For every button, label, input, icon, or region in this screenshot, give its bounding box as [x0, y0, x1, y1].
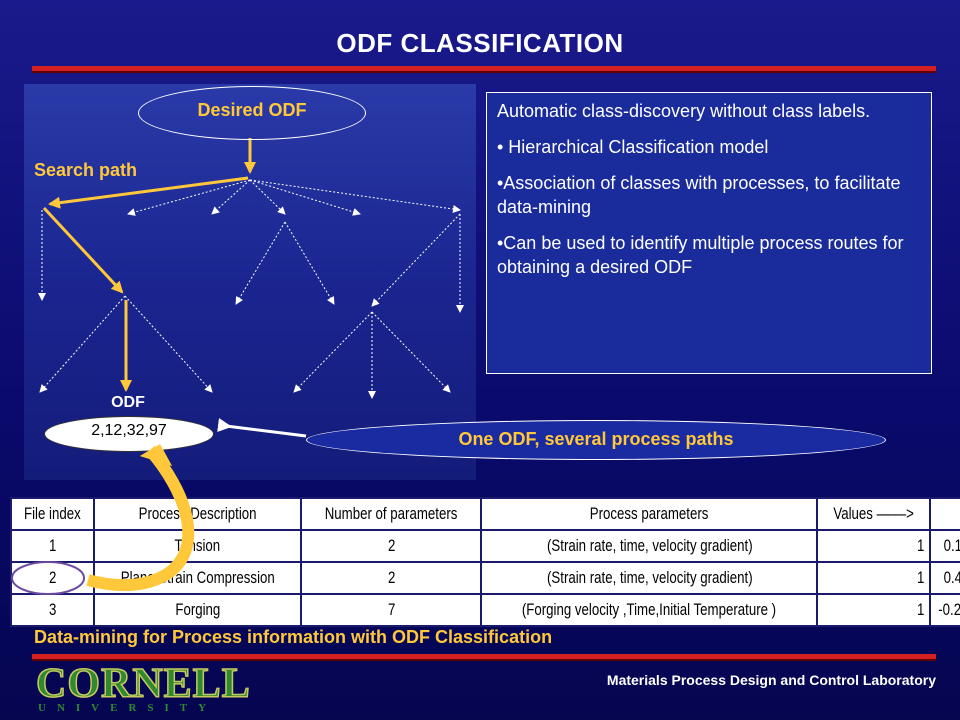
table-cell: -0.2 [929, 593, 960, 627]
odf-result-node: 2,12,32,97 [44, 416, 214, 452]
table-cell: 2 [300, 561, 483, 595]
info-p3: •Association of classes with processes, … [497, 173, 901, 217]
lab-name: Materials Process Design and Control Lab… [606, 672, 936, 688]
table-cell: 0.4 [929, 561, 960, 595]
table-cell: 2 [10, 561, 95, 595]
slide-title: ODF CLASSIFICATION [336, 28, 624, 58]
table-row: 3 Forging 7 (Forging velocity ,Time,Init… [10, 593, 960, 627]
header-cell: Process parameters [480, 497, 819, 531]
table-cell: (Strain rate, time, velocity gradient) [480, 529, 819, 563]
header-cell [929, 497, 960, 531]
table-cell: 1 [10, 529, 95, 563]
header-cell: Process Description [92, 497, 303, 531]
table-cell: (Forging velocity ,Time,Initial Temperat… [480, 593, 819, 627]
desired-odf-node: Desired ODF [138, 86, 366, 140]
desired-odf-label: Desired ODF [197, 100, 307, 120]
cornell-logo: CORNELL UNIVERSITY [35, 661, 250, 714]
info-p2: • Hierarchical Classification model [497, 137, 769, 157]
header-cell: Number of parameters [300, 497, 483, 531]
footer-divider [32, 654, 936, 661]
table-row: 1 Tension 2 (Strain rate, time, velocity… [10, 529, 960, 563]
info-box: Automatic class-discovery without class … [486, 92, 932, 374]
one-odf-label: One ODF, several process paths [458, 429, 734, 449]
table-cell: 3 [10, 593, 95, 627]
process-table: File index Process Description Number of… [10, 497, 960, 627]
odf-node-value: 2,12,32,97 [91, 422, 167, 439]
title-divider [32, 66, 936, 73]
info-p4: •Can be used to identify multiple proces… [497, 233, 904, 277]
logo-wordmark: CORNELL [35, 661, 251, 707]
search-path-arrows [42, 138, 256, 392]
header-cell: Values ––––> [816, 497, 932, 531]
one-odf-callout: One ODF, several process paths [306, 420, 886, 460]
bottom-caption: Data-mining for Process information with… [34, 627, 553, 647]
table-header-row: File index Process Description Number of… [10, 497, 960, 531]
info-p1: Automatic class-discovery without class … [497, 101, 871, 121]
tree-edges [38, 179, 464, 399]
table-cell: 7 [300, 593, 483, 627]
table-cell: 1 [816, 593, 932, 627]
odf-node-title: ODF [111, 394, 145, 411]
header-cell: File index [10, 497, 95, 531]
table-cell: Forging [92, 593, 303, 627]
logo-subtext: UNIVERSITY [38, 702, 218, 714]
table-cell: Plane Strain Compression [92, 561, 303, 595]
table-cell: 2 [300, 529, 483, 563]
table-cell: Tension [92, 529, 303, 563]
table-cell: 1 [816, 561, 932, 595]
search-path-label: Search path [34, 160, 138, 180]
table-row: 2 Plane Strain Compression 2 (Strain rat… [10, 561, 960, 595]
table-cell: (Strain rate, time, velocity gradient) [480, 561, 819, 595]
table-cell: 0.1 [929, 529, 960, 563]
table-cell: 1 [816, 529, 932, 563]
callout-arrow [217, 418, 307, 438]
